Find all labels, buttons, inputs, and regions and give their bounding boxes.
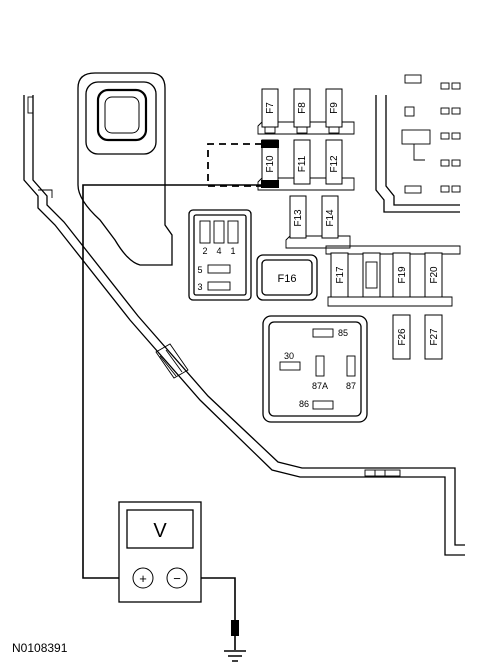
fuse-f19-label: F19 [397,266,408,284]
fuse-f26-label: F26 [397,328,408,346]
test-leads [82,143,262,622]
small-relay: 2 4 1 5 3 [188,209,252,301]
relay-pin-86: 86 [299,399,309,409]
relay: 85 30 87A 87 86 [262,315,368,423]
fuse-f8: F8 [293,88,311,134]
fuse-f12-label: F12 [329,155,340,173]
fuse-f14: F14 [321,195,339,239]
fuse-bus-bars [257,121,461,255]
housing-slot [364,469,401,477]
fuse-f19: F19 [392,252,411,298]
fuse-f26: F26 [392,314,411,360]
fuse-f9-label: F9 [329,102,340,114]
small-relay-pin-5: 5 [197,265,202,275]
meter-display-symbol: V [153,520,167,542]
fuse-f27: F27 [424,314,443,360]
small-relay-pin-1: 1 [230,246,235,256]
fuse-f13: F13 [289,195,307,239]
fuse-box-housing [23,95,465,556]
small-relay-pin-4: 4 [216,246,221,256]
figure-id: N0108391 [12,641,68,655]
fuse-f16: F16 [256,254,318,301]
relay-pin-87a: 87A [312,381,328,391]
lead-dashed-alternate [207,143,262,187]
fuse-f17: F17 [330,252,349,298]
right-module [375,74,461,213]
lead-negative [189,577,236,622]
connector-housing [77,72,173,266]
ground-probe [231,620,239,650]
fuse-f10-label: F10 [265,155,276,173]
relay-pin-30: 30 [284,351,294,361]
fuse-f11-label: F11 [297,155,308,172]
small-relay-pin-2: 2 [202,246,207,256]
fuse-f14-label: F14 [325,209,336,227]
relay-pin-85: 85 [338,328,348,338]
fuse-f11: F11 [293,139,311,185]
meter-negative-label: − [173,571,181,586]
voltmeter: V + − [118,501,202,603]
fuse-f8-label: F8 [297,102,308,114]
fuse-f12: F12 [325,139,343,185]
fuse-f18-slot [362,252,381,298]
fuse-f20-label: F20 [429,266,440,284]
fuse-f27-label: F27 [429,328,440,346]
fuse-f16-label: F16 [278,273,297,285]
fuse-f17-label: F17 [335,266,346,284]
lower-bus-bar [327,296,453,307]
fuse-f13-label: F13 [293,209,304,227]
meter-positive-jack [132,567,154,589]
fuse-f20: F20 [424,252,443,298]
fuse-f9: F9 [325,88,343,134]
meter-display [126,509,194,549]
probe-contact-bottom [261,180,279,188]
housing-latch [155,343,189,379]
lead-positive [82,184,262,579]
small-relay-pin-3: 3 [197,282,202,292]
fuse-f7-label: F7 [265,102,276,114]
meter-positive-label: + [139,571,147,586]
probe-contact-top [261,140,279,148]
fuse-f10: F10 [261,139,279,188]
fuse-f7: F7 [261,88,279,134]
relay-pin-87: 87 [346,381,356,391]
ground-icon [224,650,246,662]
meter-negative-jack [166,567,188,589]
